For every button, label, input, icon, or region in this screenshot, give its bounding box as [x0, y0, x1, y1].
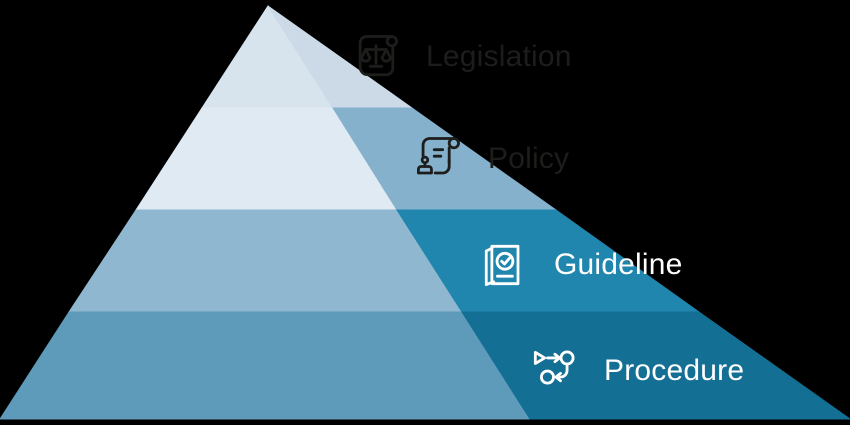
level-3-label: Guideline [554, 248, 683, 281]
level-3-segment-left [68, 209, 463, 313]
flowchart-icon [533, 350, 575, 385]
level-1-label: Legislation [426, 40, 572, 73]
level-4-segment-left [0, 311, 531, 420]
stamp-scroll-icon [417, 137, 460, 175]
level-4-label: Procedure [604, 354, 745, 387]
scales-scroll-icon [358, 35, 398, 77]
level-2-label: Policy [488, 142, 570, 175]
checked-document-icon [484, 244, 520, 286]
level-4-segment-right [461, 311, 850, 420]
level-4-row: Procedure [526, 342, 744, 400]
level-1-row: Legislation [348, 28, 572, 86]
level-2-row: Policy [410, 130, 569, 188]
level-3-row: Guideline [476, 236, 683, 294]
